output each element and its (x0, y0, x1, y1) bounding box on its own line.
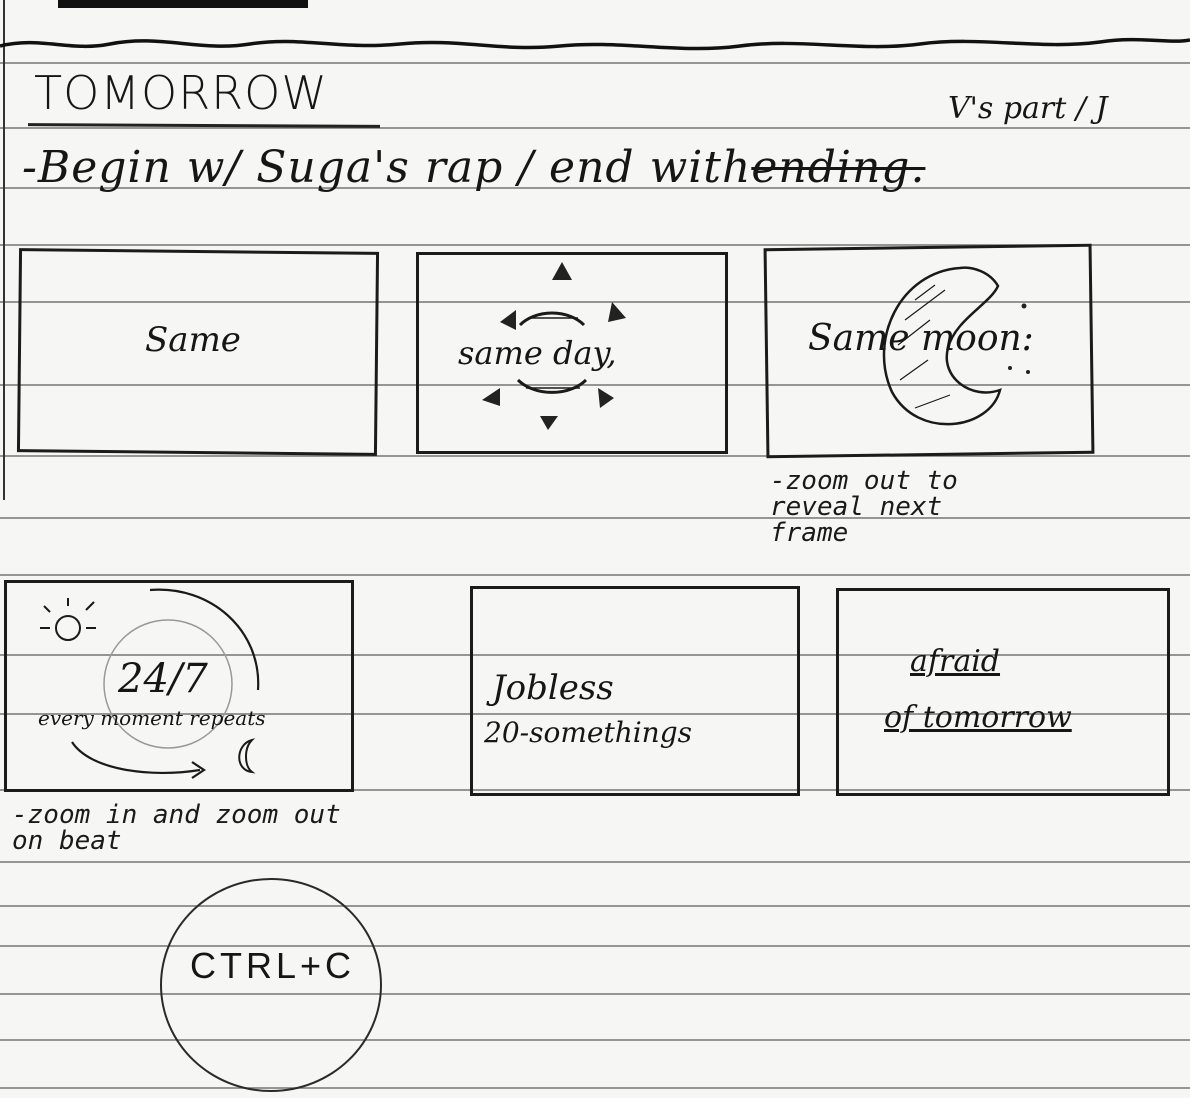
frame-6-line-2: of tomorrow (884, 700, 1072, 735)
page-title: TOMORROW (34, 66, 328, 120)
frame-2-text: same day, (458, 334, 617, 372)
storyboard-frame-2 (416, 252, 728, 454)
frame-3-note-line-3: frame (770, 518, 849, 548)
storyboard-frame-5 (470, 586, 800, 796)
intro-line: -Begin w/ Suga's rap / end withending. (22, 146, 925, 190)
frame-3-note-line-2: reveal next (770, 492, 943, 522)
frame-3-note: -zoom out to reveal next frame (770, 468, 958, 546)
frame-5-line-2: 20-somethings (484, 716, 693, 749)
ctrl-c-circle (160, 878, 382, 1092)
frame-4-small-text: every moment repeats (38, 706, 266, 730)
frame-4-note-line-1: -zoom in and zoom out (12, 800, 341, 830)
frame-5-line-1: Jobless (492, 668, 614, 708)
storyboard-frame-6 (836, 588, 1170, 796)
storyboard-frame-4 (4, 580, 354, 792)
intro-struck-word: ending. (751, 142, 926, 193)
side-note: V's part / J (948, 91, 1108, 126)
frame-4-note: -zoom in and zoom out on beat (12, 802, 341, 854)
frame-3-note-line-1: -zoom out to (770, 466, 958, 496)
frame-4-big-text: 24/7 (118, 656, 208, 702)
frame-1-text: Same (145, 320, 241, 360)
intro-prefix: -Begin w/ Suga's rap / end with (22, 142, 752, 193)
frame-3-text: Same moon: (808, 318, 1034, 359)
frame-4-note-line-2: on beat (12, 826, 122, 856)
ctrl-c-label: CTRL+C (190, 945, 356, 986)
frame-6-line-1: afraid (910, 644, 1001, 679)
